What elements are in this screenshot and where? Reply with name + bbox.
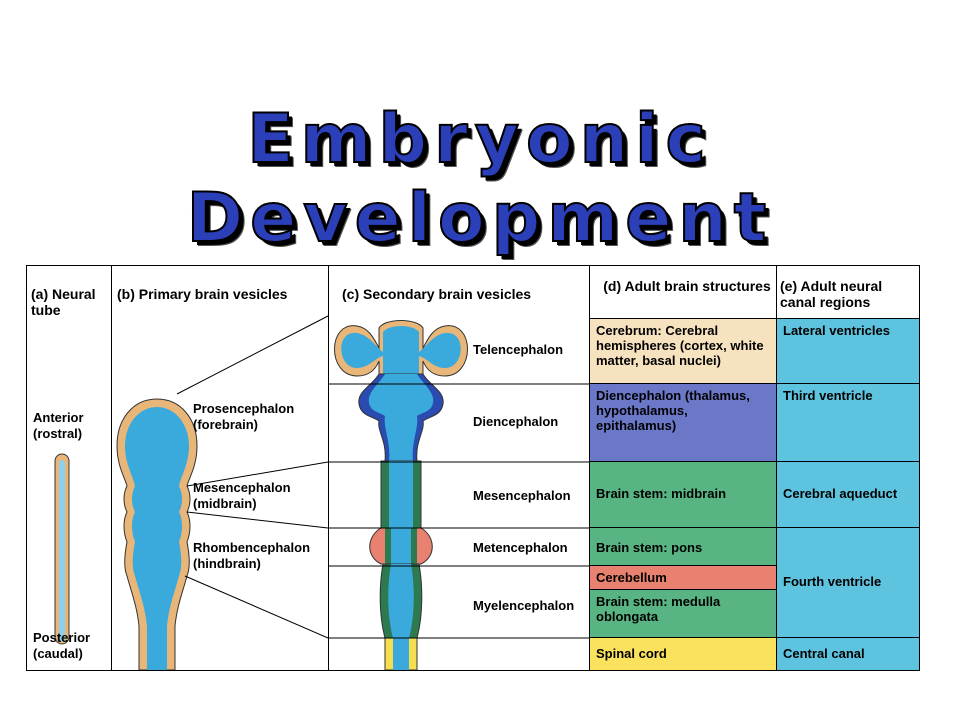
column-divider	[111, 266, 112, 670]
secondary-vesicles-illustration	[328, 320, 589, 670]
label-mesencephalon-primary: Mesencephalon (midbrain)	[193, 480, 291, 511]
label-prosencephalon: Prosencephalon (forebrain)	[193, 401, 295, 432]
column-divider	[589, 266, 590, 670]
label-metencephalon: Metencephalon	[473, 540, 568, 555]
structure-cerebrum: Cerebrum: Cerebral hemispheres (cortex, …	[590, 318, 776, 384]
label-posterior: Posterior (caudal)	[33, 630, 91, 661]
header-primary-vesicles: (b) Primary brain vesicles	[117, 286, 288, 302]
vesicle-illustrations	[54, 315, 589, 670]
structure-midbrain: Brain stem: midbrain	[590, 462, 776, 528]
label-telencephalon: Telencephalon	[473, 342, 564, 357]
structure-cerebellum: Cerebellum	[590, 566, 776, 590]
canal-central-canal: Central canal	[777, 638, 919, 670]
canal-lateral-ventricles: Lateral ventricles	[777, 318, 919, 384]
primary-vesicles-illustration	[116, 315, 329, 670]
column-divider	[776, 266, 777, 670]
label-myelencephalon: Myelencephalon	[473, 598, 575, 613]
canal-third-ventricle: Third ventricle	[777, 384, 919, 462]
header-adult-structures: (d) Adult brain structures	[603, 278, 771, 294]
label-rhombencephalon: Rhombencephalon (hindbrain)	[193, 540, 311, 571]
header-secondary-vesicles: (c) Secondary brain vesicles	[342, 286, 532, 302]
canal-fourth-ventricle: Fourth ventricle	[777, 528, 919, 638]
structure-diencephalon: Diencephalon (thalamus, hypothalamus, ep…	[590, 384, 776, 462]
structure-pons: Brain stem: pons	[590, 528, 776, 566]
header-canal-regions: (e) Adult neural canal regions	[780, 278, 883, 310]
page-title: Embryonic Development	[186, 99, 774, 259]
label-diencephalon: Diencephalon	[473, 414, 559, 429]
structure-spinal-cord: Spinal cord	[590, 638, 776, 670]
structure-medulla: Brain stem: medulla oblongata	[590, 590, 776, 638]
canal-cerebral-aqueduct: Cerebral aqueduct	[777, 462, 919, 528]
brain-development-figure: (a) Neural tube (b) Primary brain vesicl…	[26, 265, 920, 671]
column-divider	[328, 266, 329, 670]
label-anterior: Anterior (rostral)	[33, 410, 84, 441]
neural-tube-illustration	[54, 453, 70, 645]
header-neural-tube: (a) Neural tube	[31, 286, 96, 318]
label-mesencephalon-secondary: Mesencephalon	[473, 488, 571, 503]
